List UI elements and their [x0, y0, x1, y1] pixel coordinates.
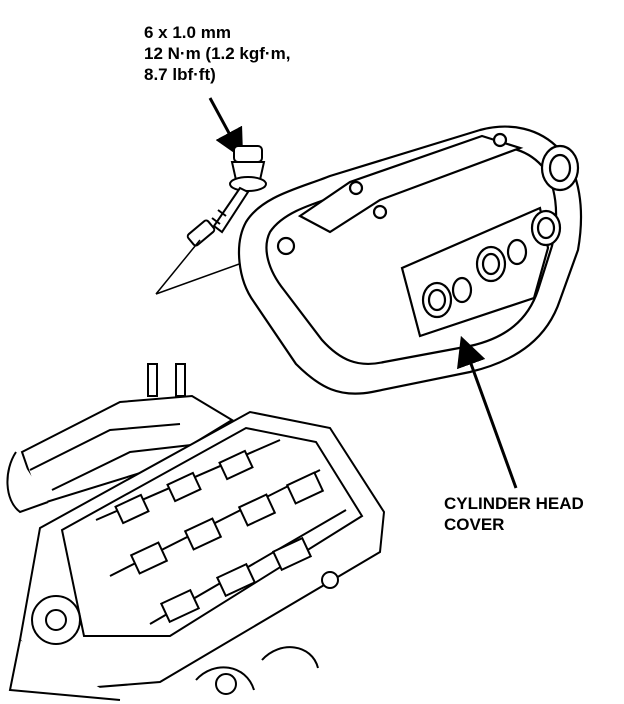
cylinder-head-cover-drawing — [237, 125, 583, 395]
cover-callout-arrow — [457, 335, 518, 489]
bolt-torque-text: 12 N·m (1.2 kgf·m, — [144, 43, 291, 63]
bolt-size-text: 6 x 1.0 mm — [144, 23, 231, 42]
bolt-spec-label: 6 x 1.0 mm 12 N·m (1.2 kgf·m, 8.7 lbf·ft… — [144, 24, 290, 87]
bolt-icon — [186, 145, 267, 247]
engine-cylinder-head-drawing — [6, 363, 386, 701]
cylinder-head-cover-label: CYLINDER HEAD COVER — [444, 495, 584, 537]
callout-line-2: COVER — [444, 514, 505, 534]
callout-line-1: CYLINDER HEAD — [444, 494, 584, 513]
spec-leader-arrow — [208, 97, 244, 160]
bolt-torque-imperial-text: 8.7 lbf·ft) — [144, 64, 216, 84]
